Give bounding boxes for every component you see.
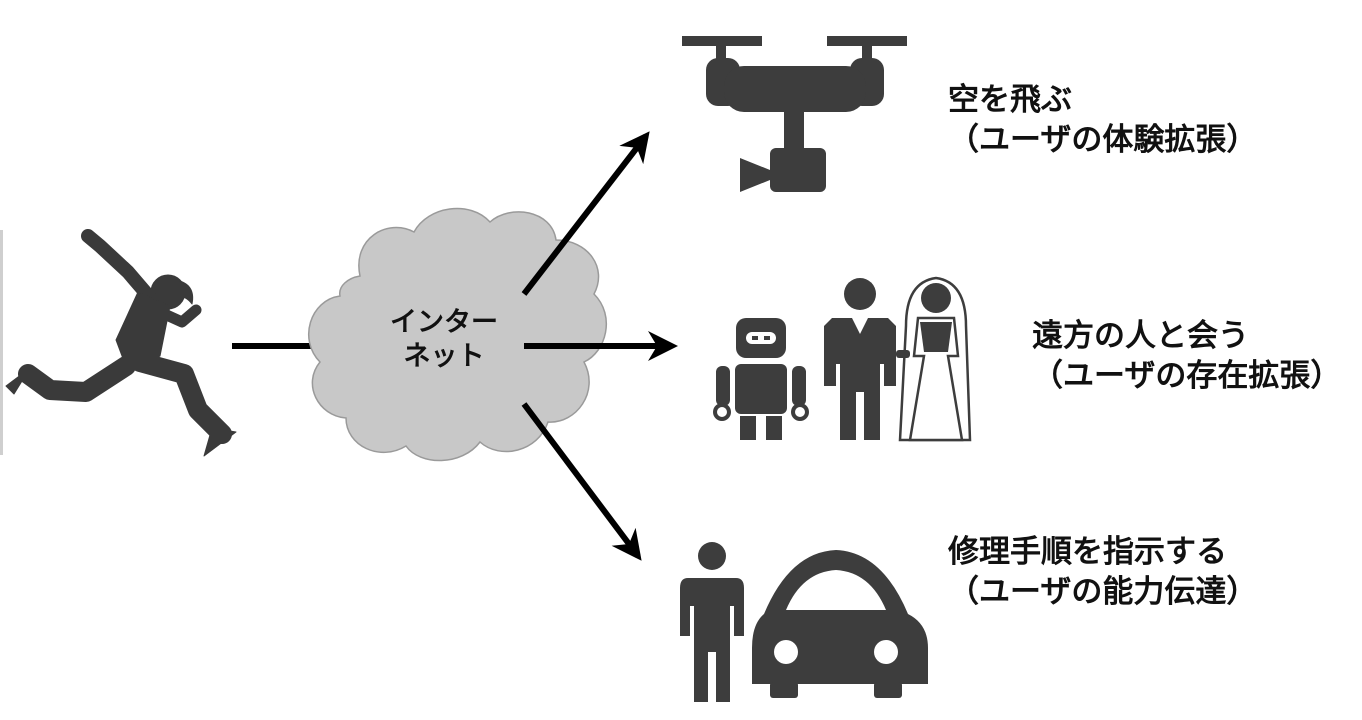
internet-label-line1: インター <box>390 307 498 338</box>
jumping-person-icon <box>5 229 237 457</box>
meet-caption-line1: 遠方の人と会う <box>1032 318 1249 354</box>
left-edge <box>0 230 3 455</box>
arrow-to-repair <box>521 402 642 561</box>
internet-label-line2: ネット <box>403 341 485 372</box>
car-icon <box>752 550 928 698</box>
internet-label: インター ネット <box>384 306 504 374</box>
groom-icon <box>824 278 896 440</box>
meet-caption: 遠方の人と会う （ユーザの存在拡張） <box>1032 316 1341 396</box>
drone-icon <box>682 36 907 192</box>
person-icon <box>680 542 744 702</box>
fly-caption-line1: 空を飛ぶ <box>948 82 1072 118</box>
repair-caption-line2: （ユーザの能力伝達） <box>948 574 1258 610</box>
fly-caption: 空を飛ぶ （ユーザの体験拡張） <box>948 80 1257 160</box>
cloud-icon <box>307 207 608 462</box>
arrow-to-drone <box>521 131 650 296</box>
bride-icon <box>896 276 972 442</box>
repair-caption-line1: 修理手順を指示する <box>948 534 1227 570</box>
repair-caption: 修理手順を指示する （ユーザの能力伝達） <box>948 532 1257 612</box>
meet-caption-line2: （ユーザの存在拡張） <box>1032 358 1342 394</box>
fly-caption-line2: （ユーザの体験拡張） <box>948 122 1258 158</box>
robot-icon <box>713 318 809 440</box>
